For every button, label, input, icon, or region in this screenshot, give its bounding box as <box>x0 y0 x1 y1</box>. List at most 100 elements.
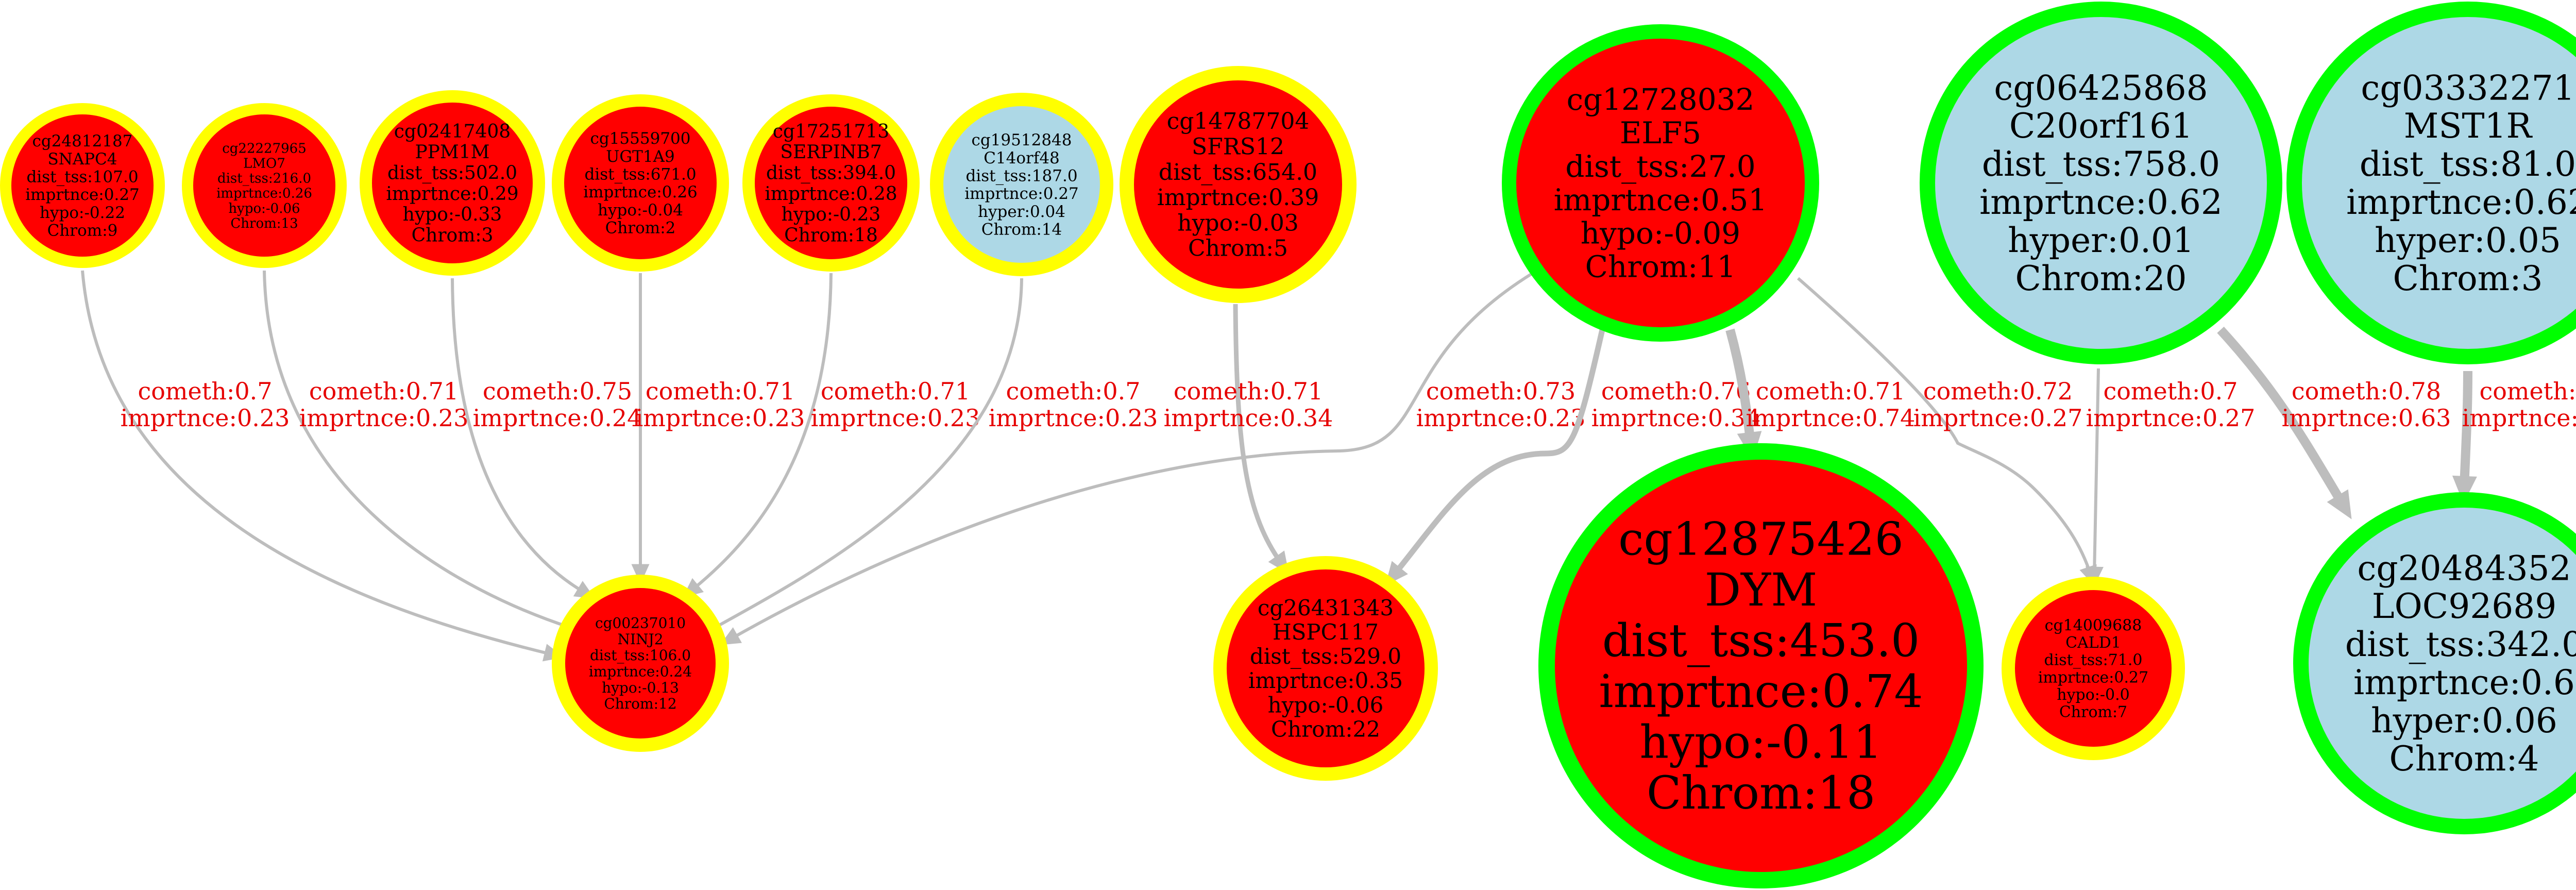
node-gene: CALD1 <box>2065 634 2121 652</box>
node-dist-tss: dist_tss:342.0 <box>2345 625 2576 664</box>
node-chromosome: Chrom:4 <box>2389 739 2539 779</box>
node-cg17251713[interactable]: cg17251713SERPINB7dist_tss:394.0imprtnce… <box>742 94 920 272</box>
node-importance: imprtnce:0.74 <box>1599 665 1923 718</box>
node-chromosome: Chrom:13 <box>230 216 298 231</box>
edge-line <box>691 273 833 592</box>
edge-importance-value: imprtnce:0.74 <box>1746 404 1916 432</box>
node-importance: imprtnce:0.62 <box>2346 182 2576 222</box>
edge-importance-value: imprtnce:0.34 <box>1164 404 1333 432</box>
edge-line <box>2460 371 2472 488</box>
edge-importance-value: imprtnce:0.23 <box>636 404 805 432</box>
node-chromosome: Chrom:2 <box>605 219 676 238</box>
node-gene: UGT1A9 <box>606 147 674 166</box>
node-cg12875426[interactable]: cg12875426DYMdist_tss:453.0imprtnce:0.74… <box>1538 443 1984 888</box>
node-direction: hypo:-0.23 <box>782 204 881 225</box>
node-cg12728032[interactable]: cg12728032ELF5dist_tss:27.0imprtnce:0.51… <box>1502 24 1819 342</box>
node-chromosome: Chrom:3 <box>2393 259 2543 298</box>
edge-cometh-value: cometh:0.7 <box>138 377 272 405</box>
node-direction: hypo:-0.22 <box>40 204 125 222</box>
node-probe-id: cg12875426 <box>1618 512 1904 565</box>
node-cg14009688[interactable]: cg14009688CALD1dist_tss:71.0imprtnce:0.2… <box>2002 577 2185 760</box>
edge-importance-value: imprtnce:0.63 <box>2282 404 2451 432</box>
node-gene: SERPINB7 <box>780 142 882 163</box>
node-cg24812187[interactable]: cg24812187SNAPC4dist_tss:107.0imprtnce:0… <box>0 103 165 268</box>
node-probe-id: cg14787704 <box>1167 108 1310 135</box>
edge-cometh-value: cometh:0.71 <box>309 377 459 405</box>
node-direction: hyper:0.05 <box>2375 221 2561 260</box>
node-body <box>943 106 1100 263</box>
node-importance: imprtnce:0.39 <box>1157 184 1319 211</box>
edge-cometh-value: cometh:0.76 <box>1601 377 1751 405</box>
node-dist-tss: dist_tss:187.0 <box>965 166 1077 185</box>
edge-cometh-value: cometh:0.75 <box>483 377 632 405</box>
node-probe-id: cg00237010 <box>595 614 686 631</box>
node-chromosome: Chrom:11 <box>1585 249 1736 284</box>
node-probe-id: cg02417408 <box>394 121 511 142</box>
node-dist-tss: dist_tss:502.0 <box>387 162 517 183</box>
edge-importance-value: imprtnce:0.27 <box>2086 404 2256 432</box>
edge-line <box>730 272 1534 641</box>
edge-line <box>1797 277 2092 575</box>
node-gene: C14orf48 <box>984 149 1060 167</box>
edge-line <box>1233 304 1283 565</box>
node-cg20484352[interactable]: cg20484352LOC92689dist_tss:342.0imprtnce… <box>2293 492 2576 834</box>
node-importance: imprtnce:0.26 <box>216 186 312 201</box>
node-gene: HSPC117 <box>1273 619 1379 645</box>
node-importance: imprtnce:0.6 <box>2353 663 2575 702</box>
node-chromosome: Chrom:20 <box>2015 259 2187 298</box>
node-direction: hyper:0.06 <box>2371 701 2557 741</box>
node-cg15559700[interactable]: cg15559700UGT1A9dist_tss:671.0imprtnce:0… <box>552 94 729 272</box>
node-dist-tss: dist_tss:106.0 <box>590 647 691 664</box>
node-importance: imprtnce:0.29 <box>386 183 518 205</box>
node-dist-tss: dist_tss:671.0 <box>584 165 696 183</box>
node-cg26431343[interactable]: cg26431343HSPC117dist_tss:529.0imprtnce:… <box>1213 556 1438 781</box>
node-body <box>755 107 907 259</box>
node-direction: hypo:-0.09 <box>1581 216 1740 251</box>
node-probe-id: cg24812187 <box>32 132 133 150</box>
node-body <box>565 588 716 738</box>
node-importance: imprtnce:0.26 <box>583 183 698 201</box>
node-gene: MST1R <box>2404 106 2533 146</box>
node-gene: LOC92689 <box>2372 586 2556 626</box>
node-dist-tss: dist_tss:81.0 <box>2360 144 2576 184</box>
node-body <box>1134 80 1342 289</box>
node-direction: hypo:-0.11 <box>1639 716 1882 769</box>
node-cg06425868[interactable]: cg06425868C20orf161dist_tss:758.0imprtnc… <box>1920 2 2282 364</box>
edge-cometh-value: cometh:0.71 <box>1756 377 1905 405</box>
edge-cometh-value: cometh:0.71 <box>821 377 970 405</box>
node-cg00237010[interactable]: cg00237010NINJ2dist_tss:106.0imprtnce:0.… <box>552 575 729 752</box>
node-chromosome: Chrom:12 <box>604 695 676 712</box>
node-cg22227965[interactable]: cg22227965LMO7dist_tss:216.0imprtnce:0.2… <box>182 103 347 268</box>
edge-importance-value: imprtnce:0.27 <box>1913 404 2083 432</box>
edge-line <box>81 270 553 656</box>
node-chromosome: Chrom:9 <box>47 222 118 240</box>
node-body <box>564 107 717 259</box>
node-dist-tss: dist_tss:453.0 <box>1602 614 1920 667</box>
node-cg03332271[interactable]: cg03332271MST1Rdist_tss:81.0imprtnce:0.6… <box>2286 2 2576 364</box>
edge-arrowhead <box>631 564 650 584</box>
node-direction: hypo:-0.03 <box>1177 210 1299 236</box>
node-chromosome: Chrom:14 <box>981 221 1062 239</box>
edge-importance-value: imprtnce:0.23 <box>1416 404 1586 432</box>
node-cg14787704[interactable]: cg14787704SFRS12dist_tss:654.0imprtnce:0… <box>1120 66 1357 303</box>
edge-line <box>1725 328 1755 444</box>
node-dist-tss: dist_tss:654.0 <box>1159 159 1317 186</box>
node-cg19512848[interactable]: cg19512848C14orf48dist_tss:187.0imprtnce… <box>930 93 1113 276</box>
node-cg02417408[interactable]: cg02417408PPM1Mdist_tss:502.0imprtnce:0.… <box>360 90 545 276</box>
node-dist-tss: dist_tss:71.0 <box>2044 651 2142 669</box>
node-gene: NINJ2 <box>617 631 663 648</box>
node-importance: imprtnce:0.51 <box>1554 182 1768 217</box>
edge-line <box>2093 368 2100 575</box>
node-body <box>2309 508 2576 819</box>
node-body <box>2015 590 2172 747</box>
